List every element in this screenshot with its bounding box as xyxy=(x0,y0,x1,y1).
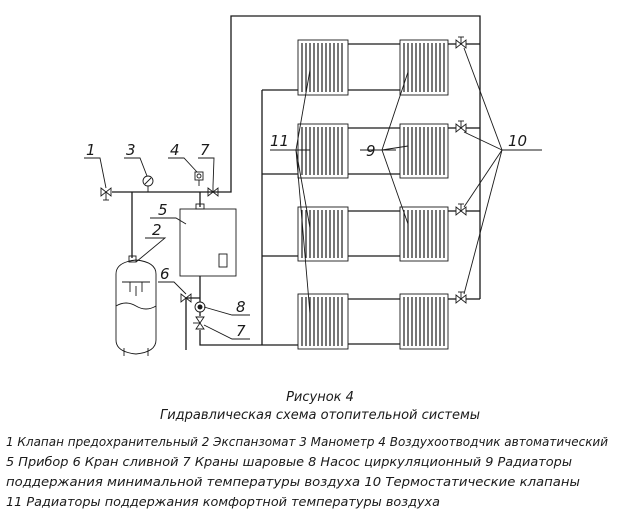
figure-title: Гидравлическая схема отопительной систем… xyxy=(160,408,480,423)
label-4: 4 xyxy=(170,141,180,159)
radiator-9-2 xyxy=(399,123,449,179)
thermostatic-valve-2-icon xyxy=(455,120,467,133)
legend-line-3: поддержания минимальной температуры возд… xyxy=(6,474,580,489)
label-9: 9 xyxy=(366,142,376,160)
expansion-tank xyxy=(115,255,157,356)
figure-number: Рисунок 4 xyxy=(286,390,354,405)
leader-lines xyxy=(84,47,542,340)
thermostatic-valve-3-icon xyxy=(455,203,467,216)
label-1: 1 xyxy=(86,141,96,159)
ball-valve-bottom-icon xyxy=(193,316,205,330)
label-7-top: 7 xyxy=(200,141,210,159)
radiator-11-2 xyxy=(297,123,349,179)
radiators-9 xyxy=(399,39,449,350)
boiler-indicator xyxy=(218,253,228,268)
radiator-connections xyxy=(348,43,400,345)
thermostatic-valve-4-icon xyxy=(455,291,467,304)
legend-line-4: 11 Радиаторы поддержания комфортной темп… xyxy=(6,494,440,509)
legend: 1 Клапан предохранительный 2 Экспанзомат… xyxy=(6,434,608,509)
radiator-11-3 xyxy=(297,206,349,262)
radiator-11-1 xyxy=(297,39,349,96)
label-11: 11 xyxy=(270,132,289,150)
legend-line-1: 1 Клапан предохранительный 2 Экспанзомат… xyxy=(6,434,608,449)
ball-valve-top-icon xyxy=(207,186,219,197)
label-3: 3 xyxy=(126,141,136,159)
label-10: 10 xyxy=(508,132,527,150)
air-vent-icon xyxy=(194,171,204,181)
legend-line-2: 5 Прибор 6 Кран сливной 7 Краны шаровые … xyxy=(6,454,572,469)
label-5: 5 xyxy=(158,201,168,219)
label-8: 8 xyxy=(236,298,246,316)
caption: Рисунок 4 Гидравлическая схема отопитель… xyxy=(160,390,480,423)
radiators-11 xyxy=(297,39,349,350)
thermostatic-valve-1-icon xyxy=(455,36,467,49)
radiator-11-4 xyxy=(297,293,349,350)
label-7-bottom: 7 xyxy=(236,322,246,340)
pump-icon xyxy=(194,301,206,313)
radiator-9-3 xyxy=(399,206,449,262)
radiator-9-4 xyxy=(399,293,449,350)
label-2: 2 xyxy=(152,221,162,239)
component-labels: 1 3 4 7 5 2 6 8 7 11 9 10 xyxy=(86,132,527,340)
safety-valve-icon xyxy=(100,187,112,201)
drain-valve-icon xyxy=(180,293,192,303)
thermostatic-valves xyxy=(455,36,467,304)
boiler-device xyxy=(179,203,237,277)
supply-pipes xyxy=(218,15,481,300)
label-6: 6 xyxy=(160,265,170,283)
radiator-9-1 xyxy=(399,39,449,96)
manometer-icon xyxy=(142,175,154,187)
boiler-supply-line xyxy=(112,180,218,258)
